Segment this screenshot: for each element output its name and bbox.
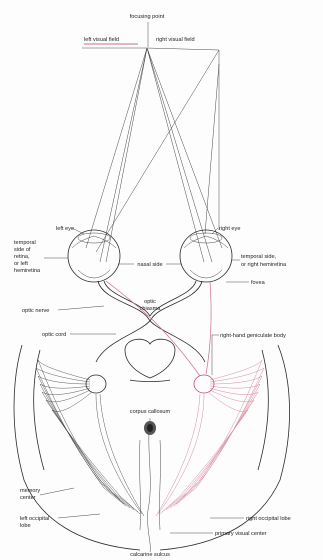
right-geniculate-label: right-hand geniculate body xyxy=(220,333,286,339)
optic-cord-label: optic cord xyxy=(42,332,66,338)
corpus-callosum-label: corpus callosum xyxy=(130,409,171,415)
left-eye-label: left eye xyxy=(56,226,74,232)
memory-center-line-2: center xyxy=(20,495,36,501)
temporal-right-line-1: temporal side, xyxy=(241,254,277,260)
right-eye xyxy=(180,230,232,282)
temporal-right-label: temporal side, or right hemiretina xyxy=(241,254,287,268)
midbrain xyxy=(125,339,175,381)
temporal-left-label: temporal side of retina, or left hemiret… xyxy=(14,240,41,274)
right-optic-radiation xyxy=(156,360,264,516)
optic-chiasma-label: optic chiasma xyxy=(140,299,162,312)
temporal-left-line-5: hemiretina xyxy=(14,268,41,274)
right-optic-tract-line xyxy=(206,281,211,374)
temporal-right-line-2: or right hemiretina xyxy=(241,262,287,268)
visual-field-rays xyxy=(82,48,222,262)
optic-nerve-label: optic nerve xyxy=(22,308,49,314)
left-occipital-line-1: left occipital xyxy=(20,516,49,522)
memory-center-line-1: memory xyxy=(20,488,40,494)
optic-nerves xyxy=(96,281,205,362)
left-occipital-label: left occipital lobe xyxy=(20,516,49,529)
left-occipital-line-2: lobe xyxy=(20,523,31,529)
fovea-label: fovea xyxy=(251,280,266,286)
temporal-left-line-1: temporal xyxy=(14,240,36,246)
left-visual-field-label: left visual field xyxy=(84,37,119,43)
crossing-optic-tract-line xyxy=(106,281,200,376)
focusing-point-label: focusing point xyxy=(130,14,165,20)
right-occipital-label: right occipital lobe xyxy=(246,516,291,522)
primary-visual-center-label: primary visual center xyxy=(215,531,267,537)
memory-center-label: memory center xyxy=(20,488,40,501)
right-visual-field-label: right visual field xyxy=(156,37,195,43)
optic-chiasma-line-1: optic xyxy=(144,299,156,305)
temporal-left-line-3: retina, xyxy=(14,254,30,260)
left-eye xyxy=(68,230,120,282)
right-eye-label: right eye xyxy=(219,226,240,232)
calcarine-sulcus-label: calcarine sulcus xyxy=(130,552,170,558)
nasal-side-label: nasal side xyxy=(137,262,162,268)
temporal-left-line-4: or left xyxy=(14,261,28,267)
temporal-left-line-2: side of xyxy=(14,247,31,253)
